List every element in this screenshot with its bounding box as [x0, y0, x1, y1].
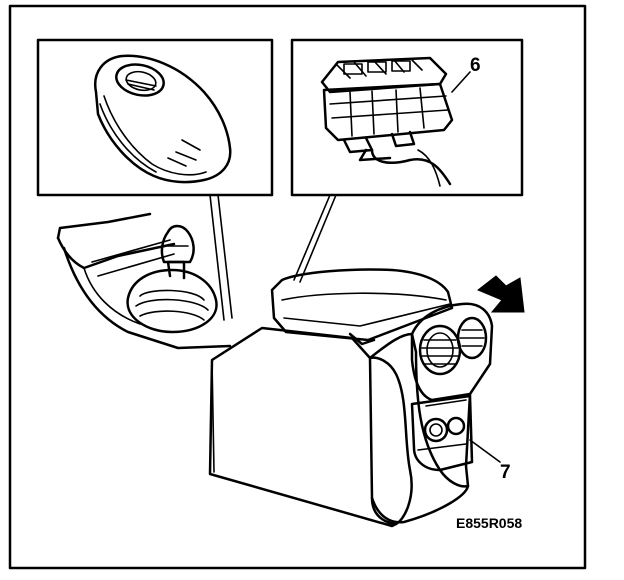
- leader-line-left-2: [217, 194, 233, 319]
- center-console-illustration: [56, 212, 501, 528]
- inset-panel-left: [36, 38, 274, 197]
- cap-part-illustration: [93, 54, 232, 184]
- callout-label-6: 6: [470, 55, 481, 76]
- leader-line-right-2: [293, 194, 331, 281]
- leader-line-left: [209, 194, 225, 321]
- callout-label-7: 7: [500, 462, 511, 483]
- switch-module-illustration: [320, 56, 471, 187]
- inset-panel-right: 6: [290, 38, 524, 197]
- leader-line-right: [299, 194, 337, 283]
- outer-frame: [8, 4, 587, 570]
- figure-code-label: E855R058: [456, 515, 522, 531]
- arrow-icon: [477, 275, 525, 313]
